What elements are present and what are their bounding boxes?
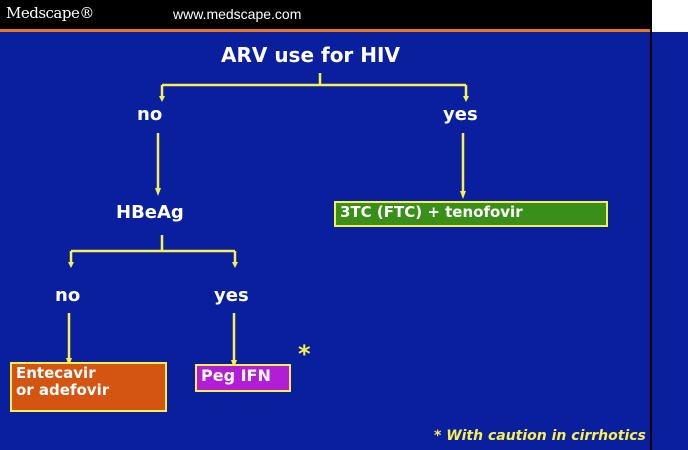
vertical-divider — [650, 0, 652, 450]
arrow-head — [159, 96, 165, 102]
branch-yes-label: yes — [443, 104, 478, 125]
branch-no-label: no — [137, 104, 163, 125]
box-entecavir-adefovir: Entecavir or adefovir — [10, 362, 167, 412]
footnote-text: * With caution in cirrhotics — [434, 428, 646, 444]
header-bar: Medscape® www.medscape.com — [0, 0, 650, 29]
arrow-head — [155, 188, 161, 196]
box-3tc-tenofovir: 3TC (FTC) + tenofovir — [334, 201, 608, 227]
right-margin-strip — [652, 32, 688, 450]
arrow-head — [68, 262, 74, 268]
box-peg-ifn: Peg IFN — [195, 364, 291, 392]
arrow-head — [232, 262, 238, 268]
sub-branch-no-label: no — [55, 285, 81, 306]
root-node-label: ARV use for HIV — [221, 43, 400, 67]
caution-asterisk: * — [298, 340, 311, 368]
sub-branch-yes-label: yes — [214, 285, 249, 306]
arrow-head — [460, 191, 466, 199]
header-accent-line — [0, 29, 650, 32]
hbeag-node-label: HBeAg — [116, 202, 184, 223]
connector-lines — [66, 73, 469, 368]
medscape-logo: Medscape® — [6, 4, 94, 22]
site-url: www.medscape.com — [173, 6, 302, 22]
arrow-head — [463, 96, 469, 102]
